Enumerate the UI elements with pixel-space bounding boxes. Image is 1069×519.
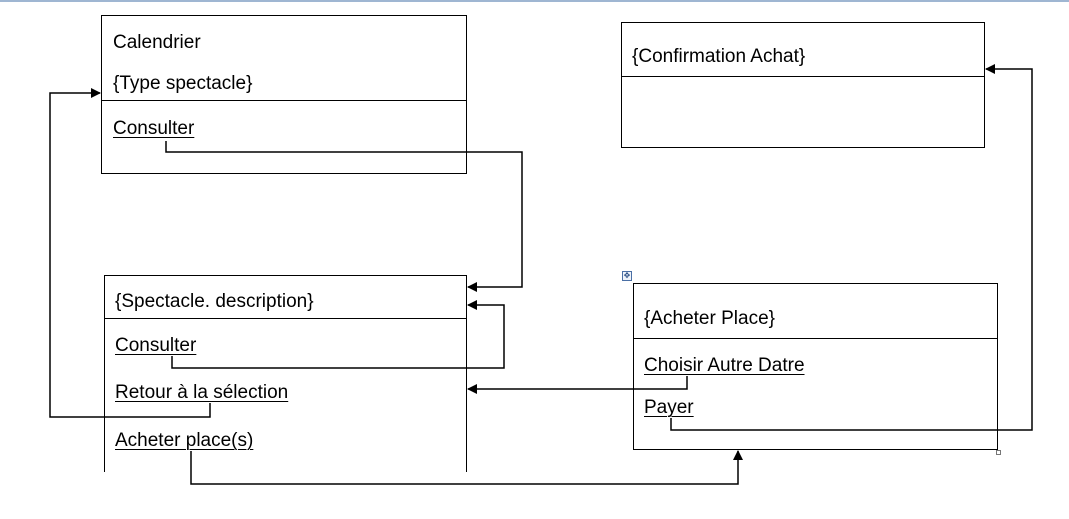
choisir-autre-date-link[interactable]: Choisir Autre Datre [644,355,805,376]
move-cross-icon[interactable]: ✥ [622,271,632,281]
connector-acheter-to-achat [190,450,743,485]
calendrier-consulter-link[interactable]: Consulter [113,118,195,139]
spectacle-description-box[interactable]: {Spectacle. description} Consulter Retou… [104,275,467,472]
spectacle-consulter-link[interactable]: Consulter [115,335,197,356]
resize-handle-icon[interactable] [996,450,1001,455]
acheter-title: {Acheter Place} [644,308,775,329]
retour-selection-link[interactable]: Retour à la sélection [115,382,289,403]
confirmation-separator [622,76,984,77]
confirmation-title: {Confirmation Achat} [632,46,806,67]
payer-link[interactable]: Payer [644,397,694,418]
calendrier-title: Calendrier [113,32,201,53]
connector-payer-to-confirmation [670,64,1033,431]
spectacle-separator [105,318,466,319]
connector-calendrier-to-spectacle [165,141,523,292]
calendrier-box[interactable]: Calendrier {Type spectacle} Consulter [101,15,467,174]
acheter-places-link[interactable]: Acheter place(s) [115,430,254,451]
connector-retour-to-calendrier [49,88,211,418]
connector-choisir-to-spectacle [467,376,688,394]
calendrier-subtitle: {Type spectacle} [113,73,253,94]
spectacle-title: {Spectacle. description} [115,291,314,312]
window-top-border [0,0,1069,2]
calendrier-separator [102,100,466,101]
acheter-place-box[interactable]: {Acheter Place} Choisir Autre Datre Paye… [633,283,998,450]
confirmation-achat-box[interactable]: {Confirmation Achat} [621,22,985,148]
acheter-separator [634,338,997,339]
connector-consulter-self-loop [171,300,505,369]
